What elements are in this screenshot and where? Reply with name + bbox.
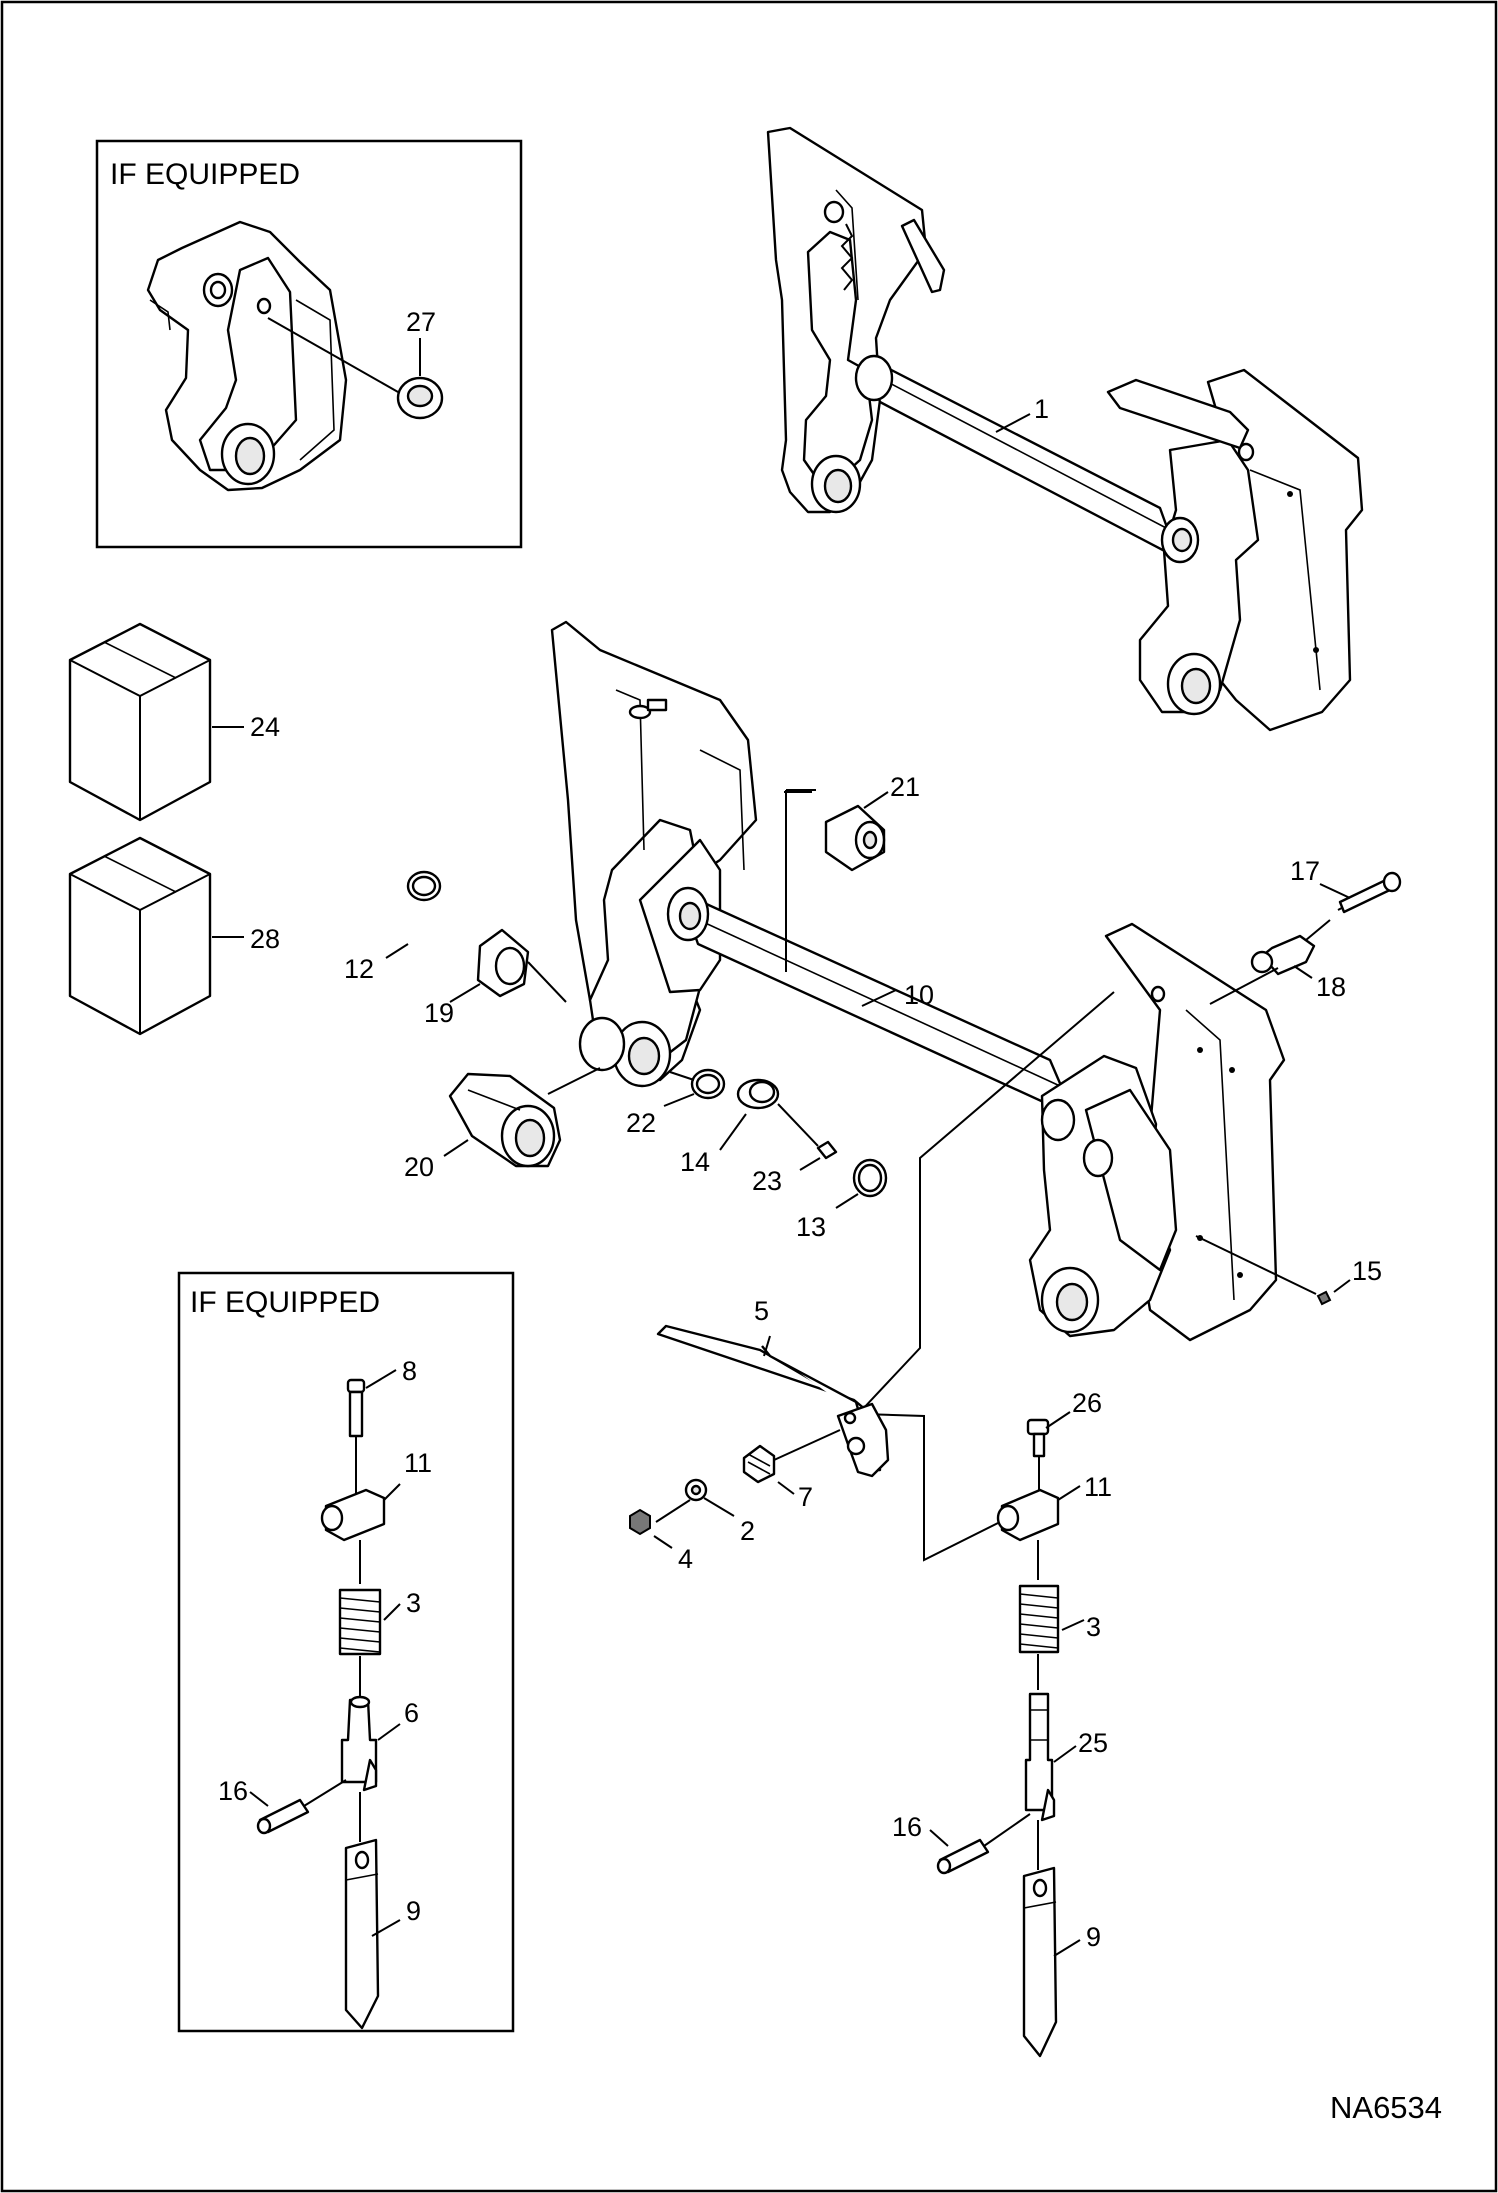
- part-10-assembly: 10: [550, 620, 1286, 1342]
- callout-28: 28: [250, 924, 280, 954]
- callout-20: 20: [404, 1152, 434, 1182]
- part-13: 13: [796, 1158, 888, 1242]
- part-28-box: 28: [68, 836, 280, 1036]
- callout-6: 6: [404, 1698, 419, 1728]
- callout-13: 13: [796, 1212, 826, 1242]
- part-24-box: 24: [68, 622, 280, 822]
- part-22: 22: [626, 1068, 726, 1138]
- callout-19: 19: [424, 998, 454, 1028]
- drawing-number: NA6534: [1330, 2090, 1442, 2125]
- inset-top-title: IF EQUIPPED: [110, 158, 300, 191]
- part-14: 14: [680, 1078, 780, 1177]
- inset-top: IF EQUIPPED 27: [95, 139, 523, 549]
- callout-8: 8: [402, 1356, 417, 1386]
- part-7-spring: 7: [742, 1429, 841, 1512]
- callout-14: 14: [680, 1147, 710, 1177]
- callout-10: 10: [904, 980, 934, 1010]
- callout-11a: 11: [404, 1448, 432, 1478]
- callout-23: 23: [752, 1166, 782, 1196]
- callout-25: 25: [1078, 1728, 1108, 1758]
- part-21: 21: [824, 772, 920, 872]
- callout-11b: 11: [1084, 1472, 1112, 1502]
- callout-27: 27: [406, 307, 436, 337]
- part-4-nut: 4: [629, 1499, 693, 1574]
- callout-4: 4: [678, 1544, 693, 1574]
- part-5-handle: 5: [656, 1296, 890, 1478]
- callout-17: 17: [1290, 856, 1320, 886]
- callout-16a: 16: [218, 1776, 248, 1806]
- callout-5: 5: [754, 1296, 769, 1326]
- callout-12: 12: [344, 954, 374, 984]
- callout-7: 7: [798, 1482, 813, 1512]
- part-17: 17: [1290, 856, 1402, 914]
- callout-9a: 9: [406, 1896, 421, 1926]
- callout-26: 26: [1072, 1388, 1102, 1418]
- callout-16b: 16: [892, 1812, 922, 1842]
- part-12: 12: [344, 870, 442, 984]
- callout-24: 24: [250, 712, 280, 742]
- right-lock-stack: 26 11 3 25 16 9: [892, 1388, 1112, 2058]
- callout-1: 1: [1034, 394, 1049, 424]
- part-23: 23: [752, 1103, 838, 1196]
- callout-2: 2: [740, 1516, 755, 1546]
- part-1-assembly: 1: [766, 126, 1364, 732]
- inset-bottom-title: IF EQUIPPED: [190, 1286, 380, 1319]
- part-20: 20: [404, 1067, 601, 1182]
- callout-21: 21: [890, 772, 920, 802]
- inset-bottom: IF EQUIPPED 8 11 3 6 16: [177, 1271, 515, 2033]
- callout-9b: 9: [1086, 1922, 1101, 1952]
- callout-22: 22: [626, 1108, 656, 1138]
- callout-15: 15: [1352, 1256, 1382, 1286]
- callout-3b: 3: [1086, 1612, 1101, 1642]
- part-2-washer: 2: [684, 1478, 755, 1546]
- part-18: 18: [1209, 919, 1346, 1005]
- callout-3a: 3: [406, 1588, 421, 1618]
- callout-18: 18: [1316, 972, 1346, 1002]
- part-19: 19: [424, 928, 567, 1028]
- part-15: 15: [1195, 1235, 1382, 1306]
